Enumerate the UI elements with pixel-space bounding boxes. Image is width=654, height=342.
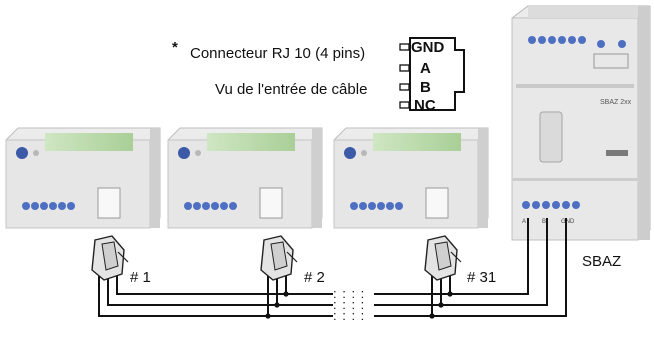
status-led — [16, 147, 28, 159]
svg-text:: : : :: : : : : — [333, 286, 365, 301]
wire-junctions — [265, 291, 453, 319]
connector-annotation: * Connecteur RJ 10 (4 pins) Vu de l'entr… — [172, 37, 465, 114]
rj10-connector-outline — [409, 37, 465, 111]
rj10-plug — [260, 235, 298, 281]
rj10-plug — [424, 235, 462, 281]
svg-text:: : : :: : : : : — [333, 308, 365, 323]
rj10-port — [259, 187, 283, 219]
status-led — [33, 150, 39, 156]
rj10-port — [97, 187, 121, 219]
node-label-2: # 2 — [304, 269, 325, 286]
terminal-label-gnd: GND — [561, 219, 575, 225]
pin-box — [399, 101, 410, 109]
bus-wire-outer — [374, 218, 567, 317]
terminal-label-b: B — [542, 219, 546, 225]
bus-wire-inner — [374, 218, 529, 295]
pin-label-nc: NC — [414, 97, 436, 114]
display-screen — [207, 133, 295, 151]
connector-view-label: Vu de l'entrée de câble — [215, 81, 367, 98]
continuation-dots: : : : : : : : : : : : : — [333, 286, 365, 323]
node-label-1: # 1 — [130, 269, 151, 286]
meter-device — [333, 127, 489, 229]
asterisk-mark: * — [172, 39, 178, 56]
rj10-plug — [91, 235, 129, 281]
meter-device — [167, 127, 323, 229]
terminal-row — [184, 202, 237, 210]
sbaz-gateway-device: SBAZ 2xx A B GND — [511, 5, 651, 241]
rj10-port — [425, 187, 449, 219]
pin-label-gnd: GND — [411, 39, 445, 56]
status-led — [361, 150, 367, 156]
relay-symbol — [593, 53, 629, 69]
connector-title: Connecteur RJ 10 (4 pins) — [190, 45, 365, 62]
db9-port — [539, 111, 563, 163]
pin-box — [399, 64, 410, 72]
terminal-label-a: A — [522, 219, 526, 225]
display-screen — [373, 133, 461, 151]
meter-device — [5, 127, 161, 229]
status-led — [344, 147, 356, 159]
terminal-row — [22, 202, 75, 210]
terminal-row — [528, 36, 586, 44]
pin-box — [399, 43, 410, 51]
brand-logo — [606, 150, 628, 156]
status-led — [178, 147, 190, 159]
pin-label-b: B — [420, 79, 431, 96]
display-screen — [45, 133, 133, 151]
pin-box — [399, 83, 410, 91]
gateway-label: SBAZ — [582, 253, 621, 270]
node-label-31: # 31 — [467, 269, 496, 286]
gateway-panel-label: SBAZ 2xx — [600, 99, 632, 106]
terminal-row — [350, 202, 403, 210]
svg-text:: : : :: : : : : — [333, 297, 365, 312]
bus-terminal-row — [522, 201, 580, 209]
status-led — [195, 150, 201, 156]
pin-label-a: A — [420, 60, 431, 77]
